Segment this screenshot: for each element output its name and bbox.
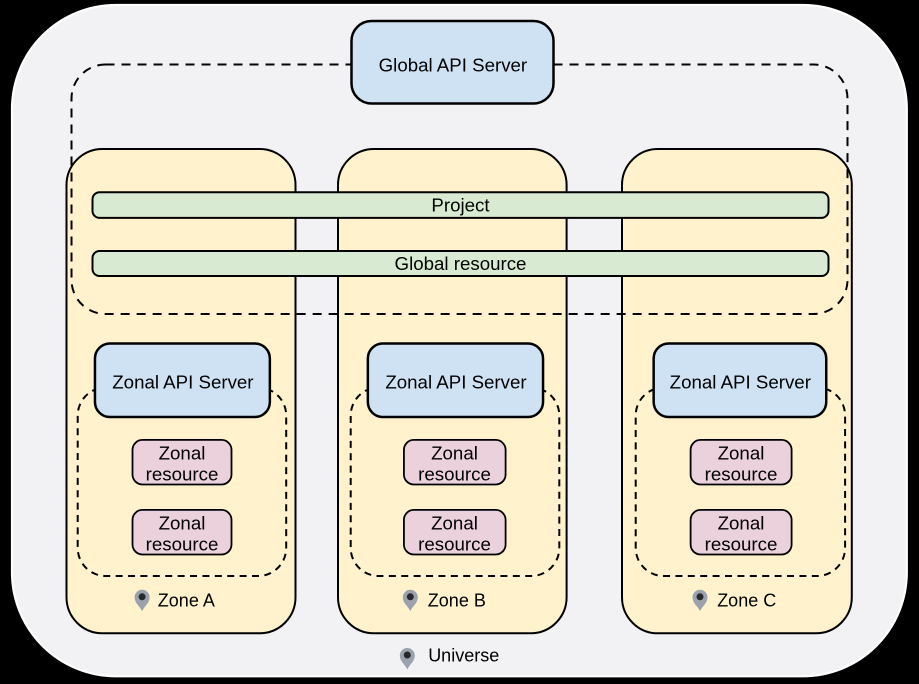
svg-text:Zonal: Zonal xyxy=(718,443,765,464)
svg-text:resource: resource xyxy=(146,463,219,484)
svg-text:resource: resource xyxy=(705,533,778,554)
svg-text:Project: Project xyxy=(431,195,490,216)
svg-text:Zonal: Zonal xyxy=(431,513,478,534)
svg-text:Zonal API Server: Zonal API Server xyxy=(385,371,526,392)
svg-text:Zone A: Zone A xyxy=(158,590,215,610)
svg-text:resource: resource xyxy=(705,463,778,484)
svg-text:Zonal: Zonal xyxy=(431,443,478,464)
svg-text:Zonal: Zonal xyxy=(159,513,206,534)
svg-text:Zonal: Zonal xyxy=(159,443,206,464)
svg-text:Zonal API Server: Zonal API Server xyxy=(112,371,253,392)
svg-text:resource: resource xyxy=(418,463,491,484)
svg-text:resource: resource xyxy=(418,533,491,554)
svg-text:Zonal: Zonal xyxy=(718,513,765,534)
svg-text:Zone C: Zone C xyxy=(717,590,776,610)
svg-text:Universe: Universe xyxy=(428,646,499,666)
svg-text:Global API Server: Global API Server xyxy=(379,54,528,75)
svg-text:resource: resource xyxy=(146,533,219,554)
svg-text:Global resource: Global resource xyxy=(395,253,527,274)
svg-text:Zonal API Server: Zonal API Server xyxy=(670,371,811,392)
svg-text:Zone B: Zone B xyxy=(428,590,486,610)
